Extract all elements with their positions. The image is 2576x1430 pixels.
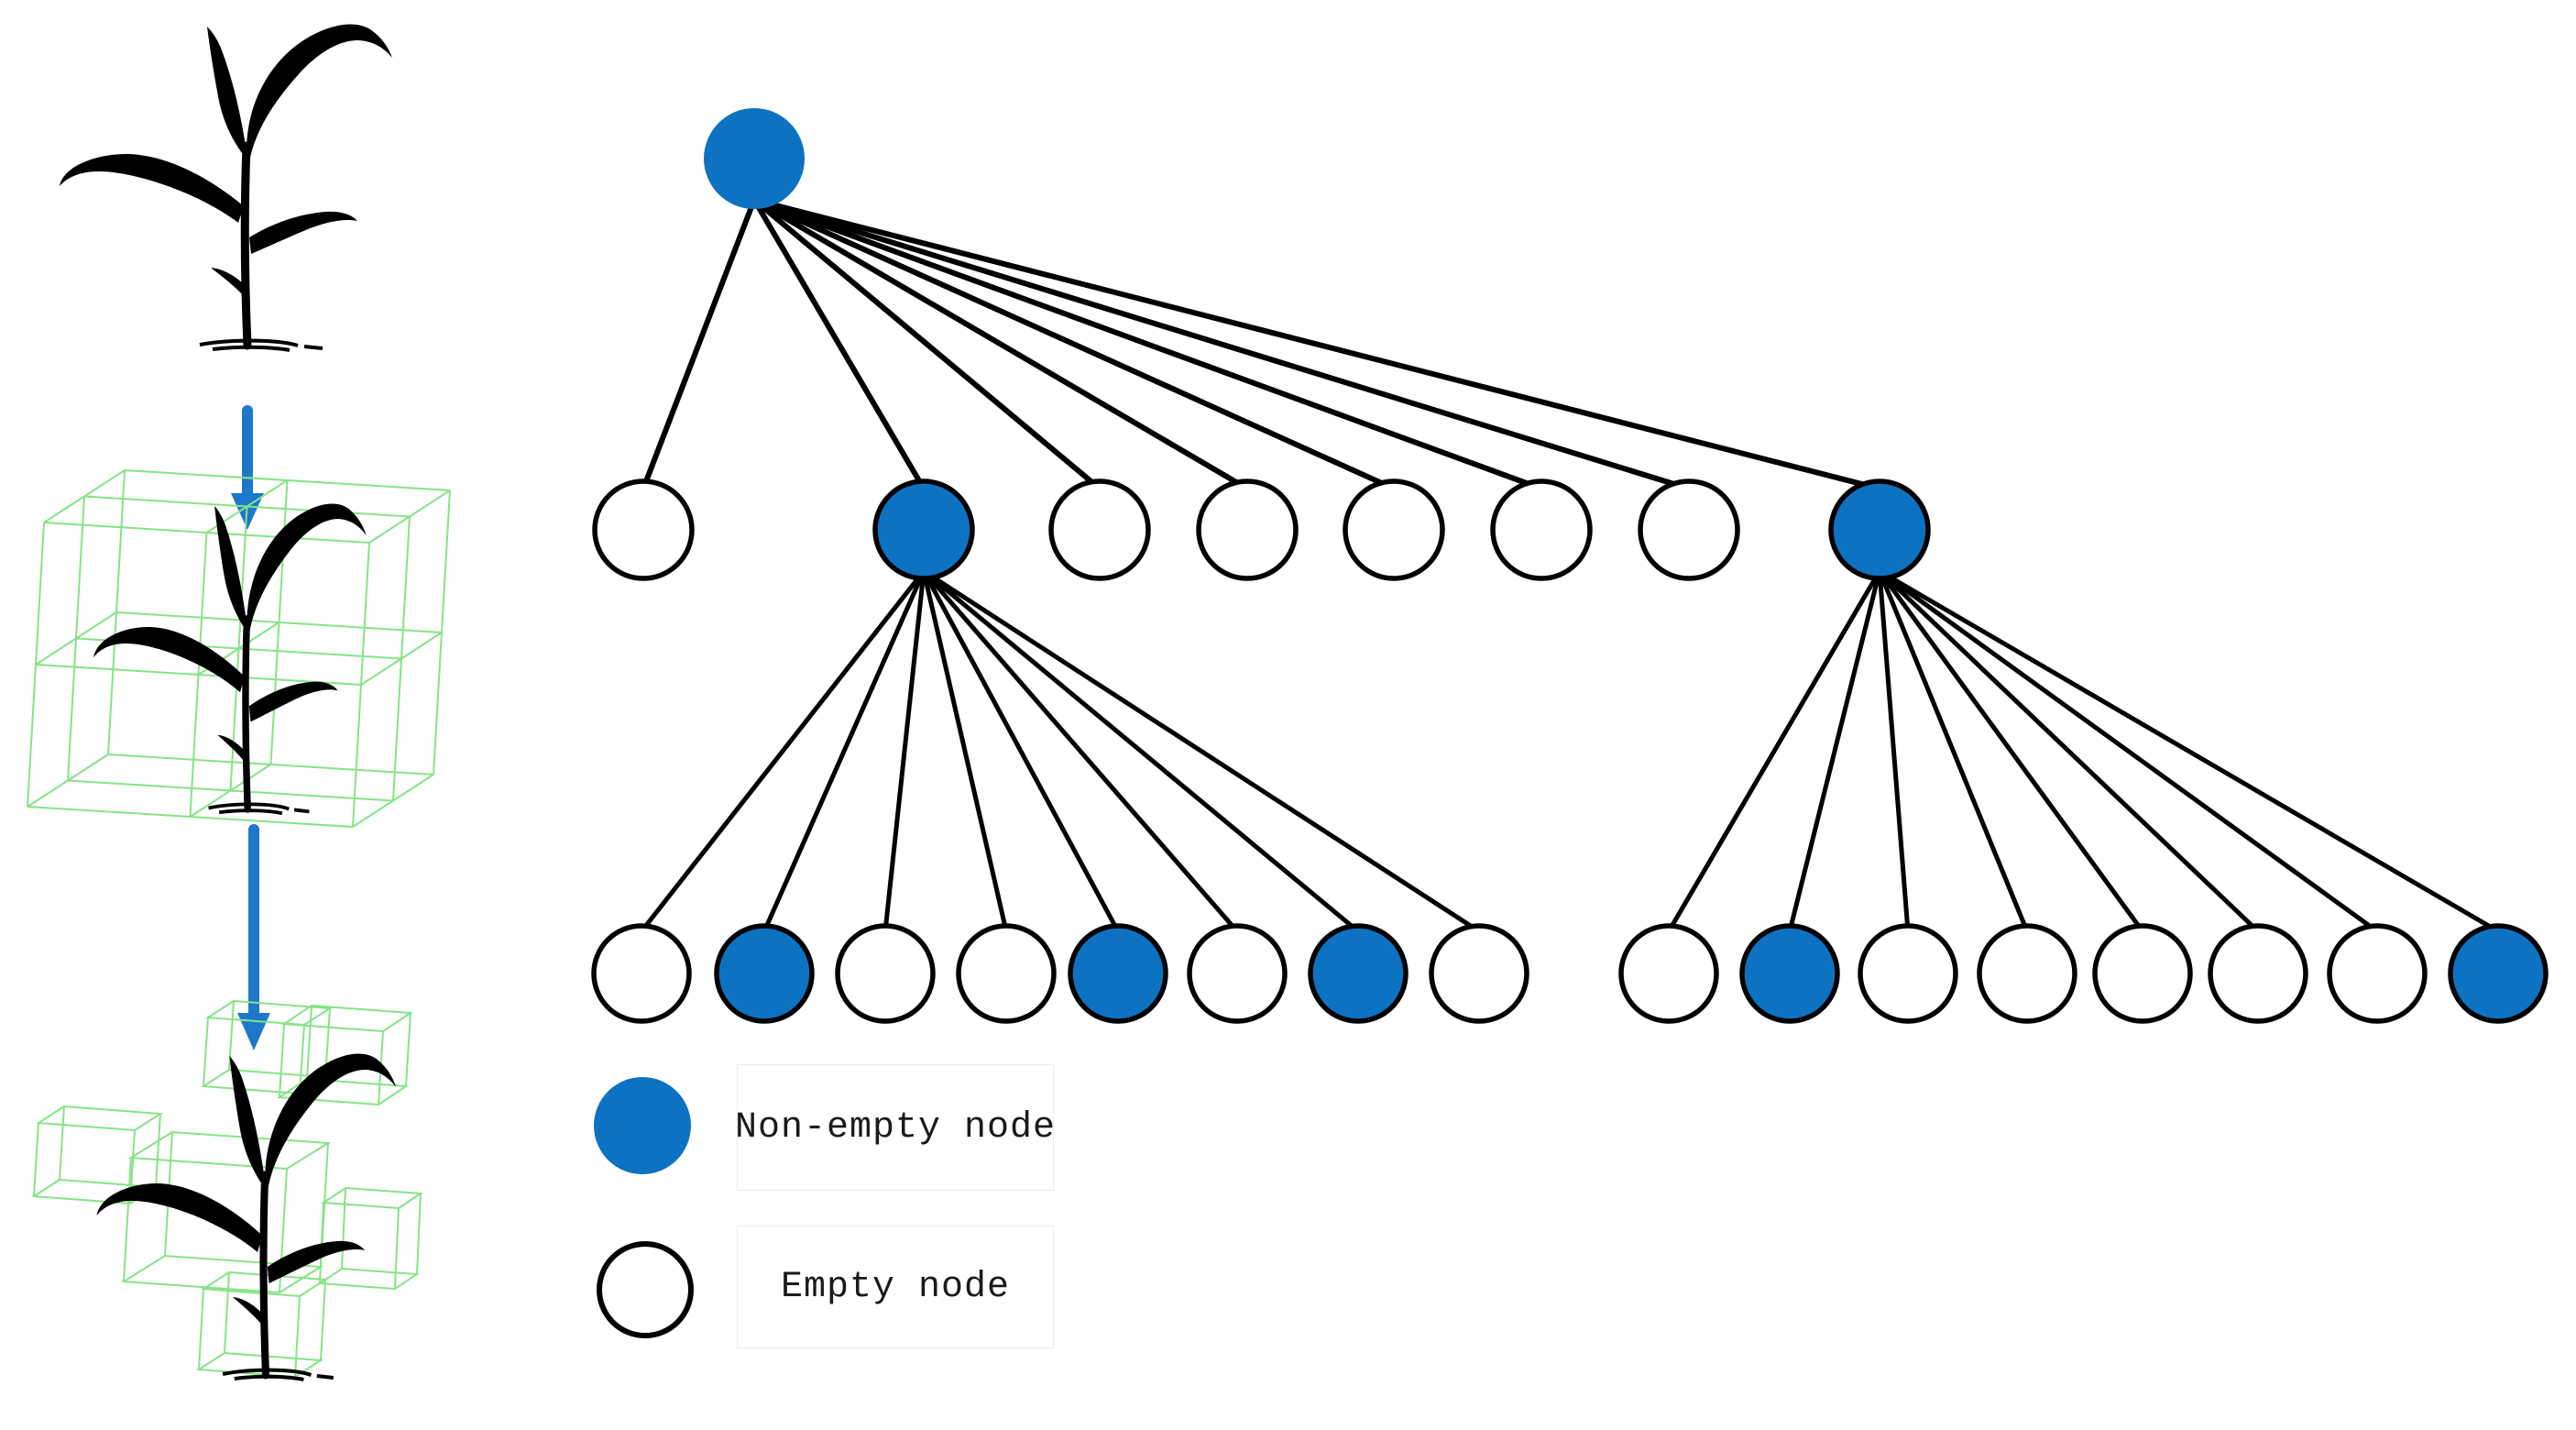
- tree-node-empty: [591, 923, 692, 1024]
- tree-edge-child-grandchild: [1878, 568, 2379, 934]
- legend-empty-node-swatch: [597, 1241, 694, 1338]
- tree-edge-root-child: [752, 197, 1249, 491]
- legend-empty-node-label: Empty node: [737, 1226, 1054, 1348]
- tree-node-nonempty: [1739, 923, 1840, 1024]
- tree-edge-child-grandchild: [1877, 569, 2145, 933]
- tree-node-empty: [1196, 478, 1299, 581]
- tree-edge-child-grandchild: [882, 570, 926, 932]
- tree-edge-root-child: [641, 198, 757, 490]
- tree-node-empty: [2208, 923, 2308, 1024]
- tree-edge-child-grandchild: [1666, 569, 1882, 933]
- tree-node-nonempty: [2448, 923, 2549, 1024]
- tree-node-empty: [1343, 478, 1445, 581]
- octree-pipeline-illustration: [27, 0, 451, 1430]
- tree-node-empty: [1858, 923, 1958, 1024]
- tree-node-nonempty: [1308, 923, 1409, 1024]
- tree-node-nonempty: [872, 478, 975, 581]
- tree-node-empty: [2327, 923, 2428, 1024]
- tree-edge-child-grandchild: [1878, 569, 2260, 933]
- legend-nonempty-node-swatch: [594, 1077, 691, 1174]
- tree-node-empty: [1429, 923, 1529, 1024]
- tree-edge-child-grandchild: [922, 569, 1239, 933]
- tree-node-empty: [592, 478, 695, 581]
- tree-edge-child-grandchild: [922, 569, 1360, 933]
- tree-node-nonempty: [704, 108, 805, 209]
- tree-edge-child-grandchild: [1877, 570, 1911, 932]
- legend-nonempty-node-label: Non-empty node: [735, 1064, 1055, 1191]
- tree-node-nonempty: [1068, 923, 1168, 1024]
- tree-edge-root-child: [753, 197, 1690, 491]
- tree-edge-child-grandchild: [640, 569, 926, 933]
- tree-node-empty: [835, 923, 936, 1024]
- tree-edge-root-child: [753, 197, 1880, 491]
- tree-node-empty: [1977, 923, 2077, 1024]
- tree-edge-root-child: [752, 197, 1396, 491]
- tree-node-empty: [1490, 478, 1593, 581]
- tree-node-empty: [956, 923, 1057, 1024]
- tree-edge-child-grandchild: [921, 570, 1009, 932]
- tree-edge-child-grandchild: [921, 569, 1121, 933]
- tree-node-nonempty: [1828, 478, 1931, 581]
- tree-edge-child-grandchild: [922, 568, 1481, 934]
- tree-node-empty: [1048, 478, 1151, 581]
- tree-edge-child-grandchild: [1877, 570, 2030, 932]
- tree-node-nonempty: [714, 923, 815, 1024]
- tree-edge-child-grandchild: [1787, 570, 1882, 932]
- tree-edge-root-child: [752, 197, 1543, 491]
- octree-level1-box: [27, 469, 451, 828]
- tree-edge-root-child: [751, 198, 926, 490]
- tree-edge-child-grandchild: [762, 569, 926, 933]
- tree-node-empty: [1187, 923, 1288, 1024]
- tree-node-empty: [1638, 478, 1740, 581]
- tree-edge-root-child: [752, 197, 1102, 491]
- tree-node-empty: [2092, 923, 2193, 1024]
- tree-node-empty: [1618, 923, 1719, 1024]
- tree-edge-child-grandchild: [1878, 568, 2500, 934]
